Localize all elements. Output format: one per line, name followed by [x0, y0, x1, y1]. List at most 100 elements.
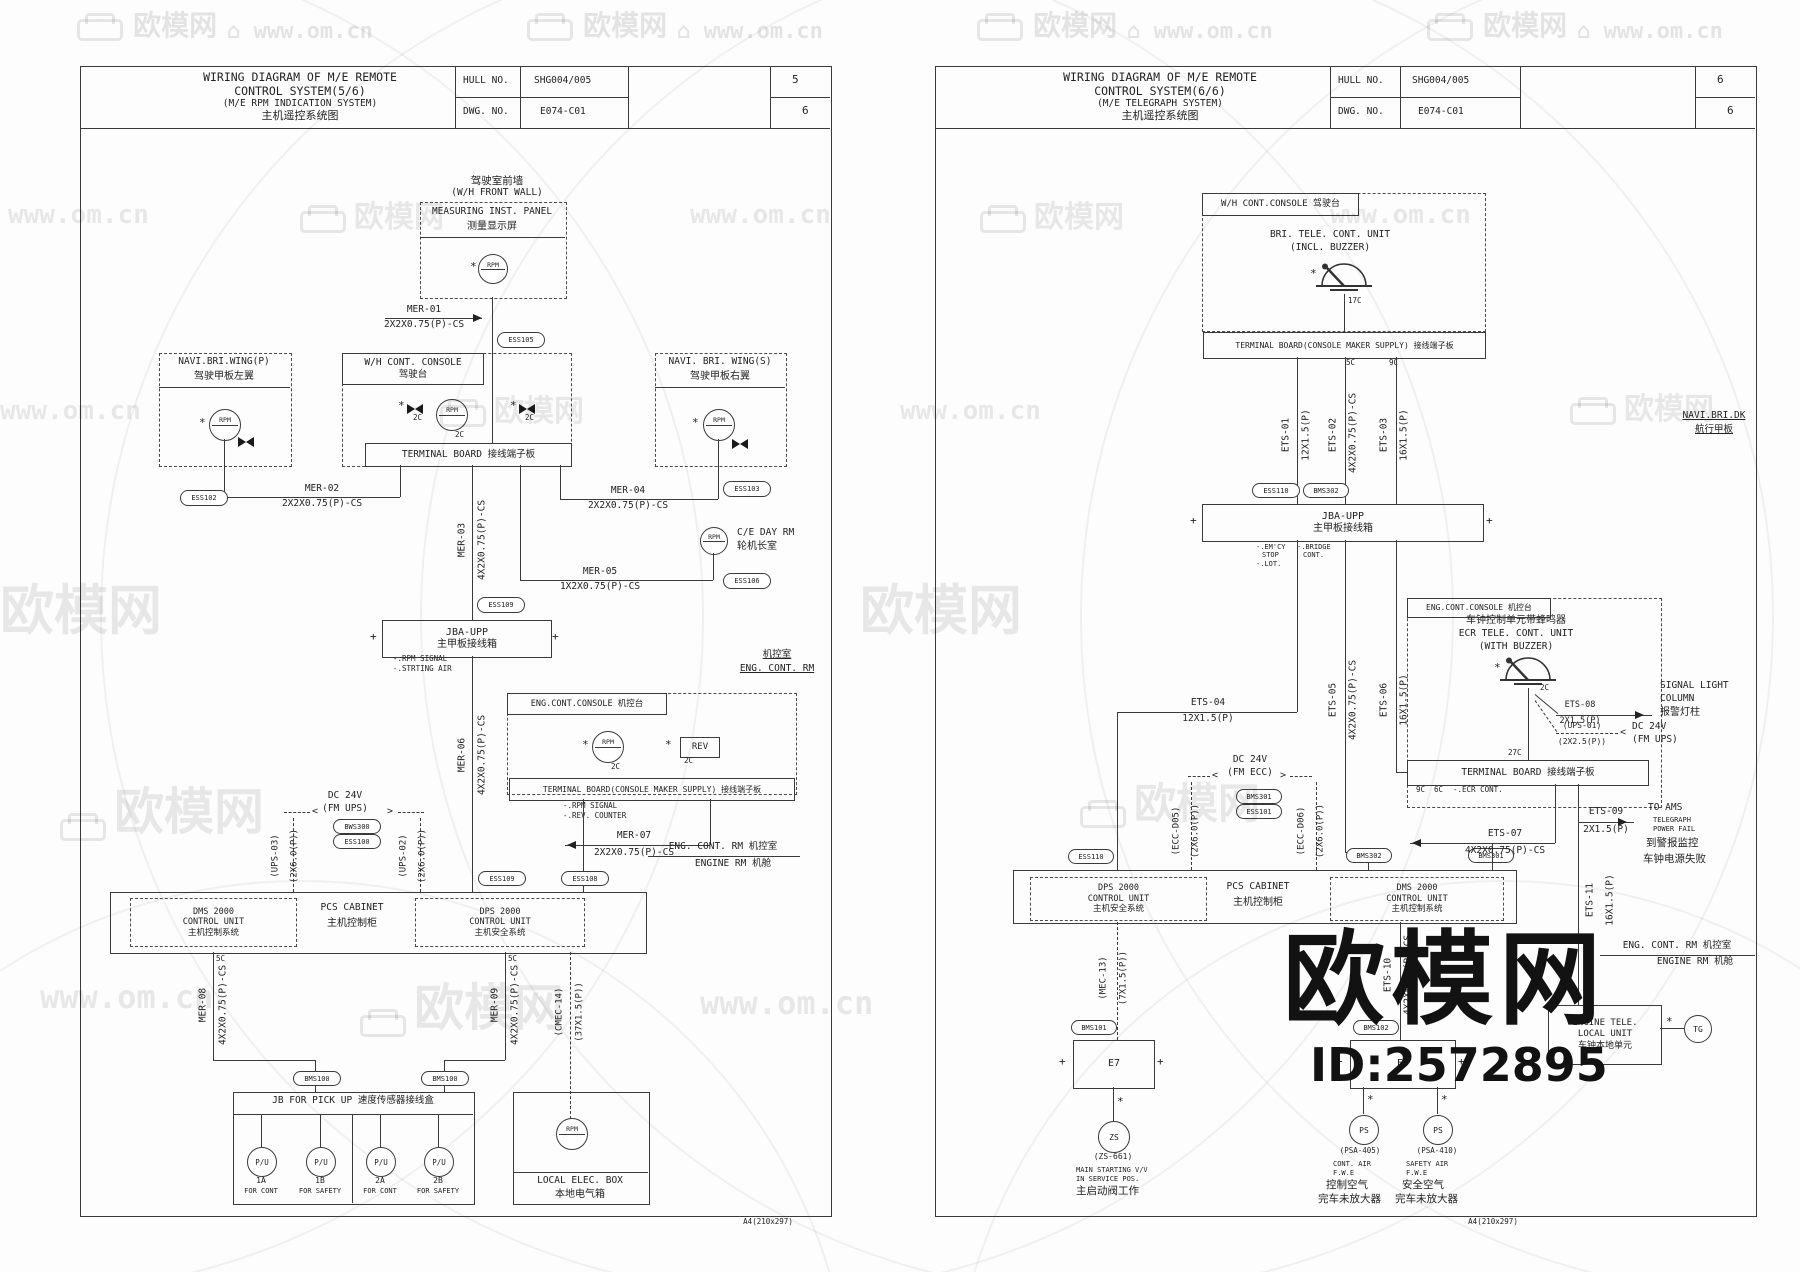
cable-tag-label: ESS103 [734, 485, 760, 493]
vline [224, 439, 225, 497]
hline [1556, 733, 1618, 734]
cable-tag-label: BMS102 [1363, 1023, 1389, 1032]
watermark-arc [1080, 0, 1800, 1272]
lbl: 9C [1389, 358, 1399, 367]
watermark-text: www.om.cn [690, 200, 831, 230]
sofa-icon [977, 13, 1024, 41]
watermark-text: www.om.cn [900, 396, 1041, 426]
lbl: PCS CABINET [320, 902, 384, 913]
lbl: 1B [315, 1176, 325, 1185]
room-divider-cn: ENGINE RM 机舱 [1656, 956, 1734, 967]
cable-ecc-d06: (ECC-D06) [1296, 806, 1307, 856]
watermark-site-text: ⌂ www.om.cn [1127, 19, 1273, 44]
watermark-text-span: www.om.cn [40, 978, 214, 1016]
vline [1520, 66, 1521, 128]
tg-circle: TG [1684, 1015, 1712, 1043]
lbl: * [582, 738, 589, 751]
cable-tag: ESS109 [478, 871, 526, 886]
hline [520, 580, 713, 581]
arrow-right-icon [1618, 818, 1627, 826]
sheet-subtitle: (M/E RPM INDICATION SYSTEM) [222, 98, 378, 109]
hline [444, 1060, 505, 1061]
watermark-text: 欧模网 [860, 566, 1022, 645]
room-divider-cn: ENGINE RM 机舱 [694, 858, 772, 869]
vline [1396, 540, 1397, 772]
watermark-text: 欧模网 [360, 968, 564, 1040]
lbl: 2X2X0.75(P)-CS [587, 500, 669, 511]
watermark-site-text: ⌂ www.om.cn [677, 19, 823, 44]
lbl: 2C [611, 762, 621, 771]
lbl: BRI. TELE. CONT. UNIT [1269, 229, 1391, 240]
telegraph-lever-icon [1312, 262, 1376, 292]
lbl: 2A [375, 1176, 385, 1185]
vline [718, 439, 719, 499]
vline [1316, 782, 1317, 870]
navi-bri-wing-p-box [159, 353, 292, 467]
lbl: 2X2X0.75(P)-CS [383, 319, 465, 330]
lbl: (ZS-661) [1093, 1152, 1133, 1161]
dps-2000-box-label: DPS 2000 [479, 906, 521, 917]
lbl: (WITH BUZZER) [1478, 641, 1554, 652]
zs-circle-label: ZS [1109, 1132, 1119, 1142]
sofa-icon [77, 13, 124, 41]
watermark-brand-text: 欧模网 [1483, 9, 1568, 42]
vline [1117, 712, 1118, 870]
lbl: (INCL. BUZZER) [1289, 242, 1371, 253]
cable-tag: ESS108 [561, 871, 609, 886]
lbl: POWER FAIL [1653, 825, 1696, 833]
lbl: * [398, 399, 405, 412]
rpm-label: RPM [446, 406, 458, 414]
dps-2000-box-label: DPS 2000 [1098, 883, 1139, 894]
sofa-icon [1427, 13, 1474, 41]
dps-2000-box-label: 主机安全系统 [474, 927, 526, 938]
watermark-site-text: ⌂ www.om.cn [1577, 19, 1723, 44]
watermark-text: 欧模网 [1570, 384, 1714, 428]
lbl: 主启动阀工作 [1076, 1185, 1139, 1197]
lbl: (FM UPS) [1632, 734, 1678, 745]
lbl: 完车未放大器 [1318, 1193, 1381, 1205]
lbl: + [1486, 514, 1493, 527]
page-no: 5 [792, 73, 799, 86]
jb-pickup-box [233, 1092, 475, 1205]
rpm-gauge-icon: RPM [556, 1118, 588, 1150]
vline [320, 1114, 321, 1147]
e9-box: E9 [1350, 1040, 1456, 1089]
cable-tag-label: BWS300 [344, 822, 370, 831]
cable-ets-06: ETS-06 [1378, 682, 1390, 718]
sheet-border [80, 66, 832, 1217]
cable-tag-label: BMS101 [1081, 1023, 1107, 1032]
vline [1555, 784, 1556, 843]
vline [710, 799, 711, 845]
hline [770, 97, 830, 98]
cable-tag-label: ESS101 [1246, 807, 1272, 816]
lbl: JB FOR PICK UP 速度传感器接线盒 [272, 1095, 434, 1106]
vline [1345, 357, 1346, 504]
lbl: 到警报监控 [1646, 837, 1699, 849]
vline [1345, 540, 1346, 852]
titleblock-line [935, 128, 1755, 129]
cable-tag-label: ESS109 [488, 601, 514, 609]
rpm-label: RPM [713, 416, 725, 424]
lbl: 5C [216, 954, 226, 963]
hline [213, 1060, 315, 1061]
sheet-subtitle: (M/E TELEGRAPH SYSTEM) [1097, 98, 1223, 109]
box: ENG.CONT.CONSOLE 机控台 [507, 693, 667, 715]
watermark-text: 欧模网 [980, 192, 1124, 236]
vlbl: 4X2X0.75(P)-CS [476, 714, 488, 796]
measuring-inst-panel-box [420, 202, 567, 299]
watermark-text-span: www.om.cn [690, 200, 831, 230]
rpm-label: RPM [487, 260, 499, 269]
lbl: 5C [1346, 358, 1356, 367]
pickup-circle-label: P/U [255, 1157, 269, 1167]
hline [565, 845, 710, 846]
cable-mer-07: MER-07 [616, 830, 652, 841]
ps-circle-label: PS [1433, 1125, 1443, 1135]
cable-mer-02: MER-02 [304, 483, 340, 494]
cable-tag-label: ESS108 [572, 874, 598, 883]
watermark-text-span: www.om.cn [900, 396, 1041, 426]
